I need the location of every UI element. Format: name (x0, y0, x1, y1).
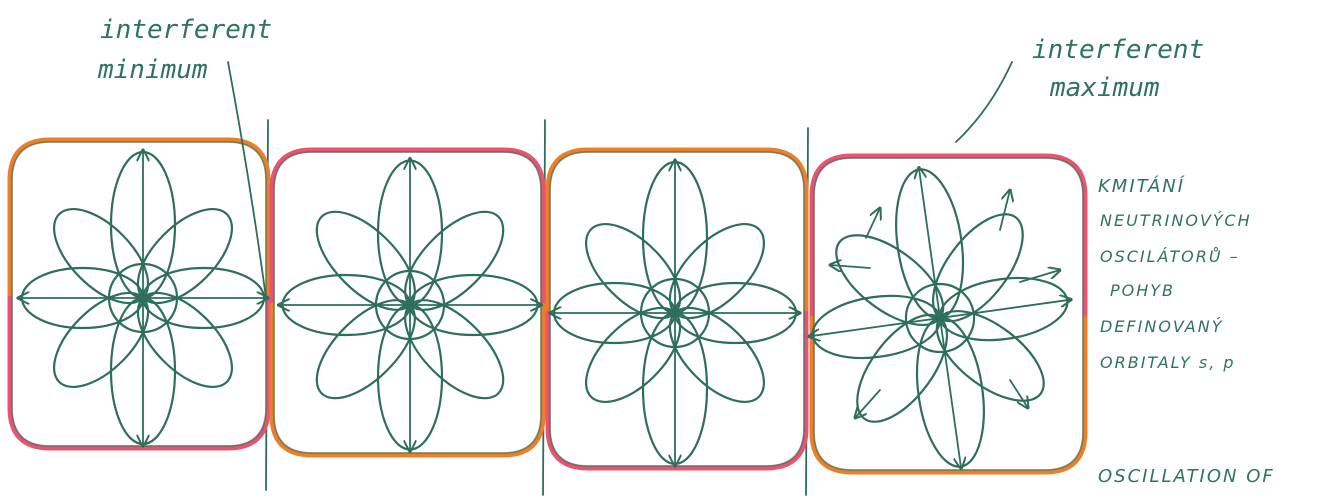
minimum-label-line-1: interferent (100, 15, 272, 45)
maximum-pointer-line (956, 62, 1012, 142)
maximum-label-line-1: interferent (1032, 35, 1204, 65)
orbital-cell-1 (10, 140, 268, 448)
czech-note-line-6: ORBITALY s, p (1100, 353, 1236, 372)
motion-arrow-6 (1010, 380, 1028, 408)
envelope-lower (812, 318, 1085, 472)
p-orbital-petals (788, 149, 1093, 487)
nucleus-dot (671, 309, 679, 317)
czech-note-line-1: KMITÁNÍ (1098, 175, 1185, 197)
nucleus-dot (139, 294, 147, 302)
p-orbital-petals (279, 159, 542, 452)
maximum-label-line-2: maximum (1049, 73, 1160, 103)
orbital-cells (10, 140, 1092, 487)
czech-note-line-5: DEFINOVANÝ (1100, 317, 1223, 336)
minimum-label: interferent minimum (97, 15, 272, 85)
envelope-upper (812, 156, 1085, 318)
czech-note: KMITÁNÍ NEUTRINOVÝCH OSCILÁTORŮ – POHYB … (1098, 175, 1252, 372)
p-orbital-petals (550, 160, 800, 466)
czech-note-line-3: OSCILÁTORŮ – (1100, 247, 1240, 266)
maximum-label: interferent maximum (1032, 35, 1204, 103)
orbital-cell-2 (272, 150, 543, 455)
motion-arrow-2 (1000, 190, 1010, 230)
minimum-pointer-line (228, 62, 266, 298)
p-orbital-petals (18, 150, 268, 446)
minimum-label-line-2: minimum (97, 55, 208, 85)
orbital-cell-3 (548, 150, 806, 468)
bottom-note: OSCILLATION OF (1098, 466, 1275, 487)
czech-note-line-4: POHYB (1110, 281, 1175, 300)
czech-note-line-2: NEUTRINOVÝCH (1100, 211, 1252, 230)
motion-arrow-1 (866, 208, 880, 238)
nucleus-dot (406, 301, 414, 309)
motion-arrow-3 (830, 265, 870, 268)
orbital-cell-4 (788, 149, 1093, 487)
